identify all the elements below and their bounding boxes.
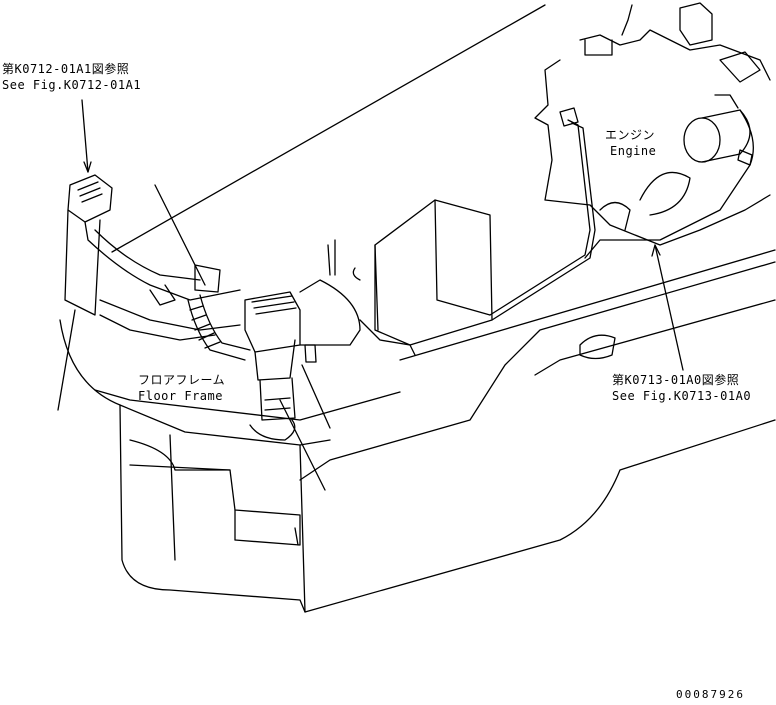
leader-k0712 <box>81 99 89 173</box>
leader-lines <box>57 99 684 491</box>
callout-ref-k0713-en: See Fig.K0713-01A0 <box>612 389 752 403</box>
leader-k0713-arrow <box>651 244 661 257</box>
callout-engine-jp: エンジン <box>605 128 656 142</box>
flex-hose <box>187 294 251 361</box>
callout-ref-k0713-jp: 第K0713-01A0図参照 <box>612 373 740 387</box>
left-vent-duct <box>64 174 241 341</box>
callout-ref-k0712-en: See Fig.K0712-01A1 <box>2 78 142 92</box>
engine-harness <box>489 94 754 321</box>
rear-box <box>327 199 616 360</box>
leader-lower-duct <box>279 399 326 491</box>
drawing-number: 00087926 <box>676 688 745 701</box>
leader-k0713 <box>654 244 684 371</box>
callout-floor-frame-en: Floor Frame <box>138 389 223 403</box>
leader-left-duct <box>57 309 76 411</box>
frame-outline <box>59 4 776 613</box>
callout-engine-en: Engine <box>610 144 657 158</box>
engine-outline <box>534 2 771 246</box>
right-vent-duct <box>244 279 361 441</box>
leader-clip <box>301 364 331 429</box>
leader-upper-duct <box>154 184 206 286</box>
leader-k0712-arrow <box>83 161 92 173</box>
callout-ref-k0712-jp: 第K0712-01A1図参照 <box>2 62 130 76</box>
callout-floor-frame-jp: フロアフレーム <box>138 373 226 387</box>
